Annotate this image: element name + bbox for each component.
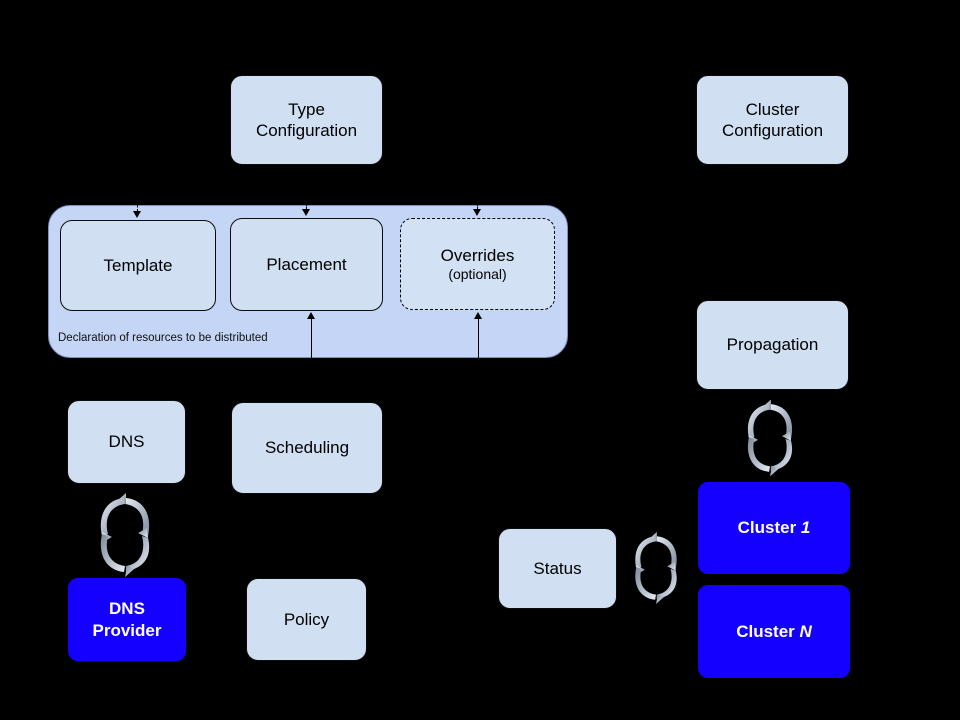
label-line-1: DNS	[109, 599, 145, 619]
label-line-1: Cluster	[745, 99, 800, 119]
node-overrides[interactable]: Overrides (optional)	[400, 218, 555, 310]
sync-arrows-icon-propagation	[738, 395, 802, 481]
node-type-configuration[interactable]: Type Configuration	[230, 75, 383, 165]
node-label: Status	[533, 558, 582, 578]
node-label: Type Configuration	[256, 99, 357, 142]
sync-arrows-icon-status	[626, 525, 686, 611]
node-label: DNS	[108, 432, 145, 452]
connector-type-config-to-template	[137, 200, 138, 212]
node-label: Overrides (optional)	[441, 245, 515, 284]
label-line-1: Type	[288, 99, 325, 119]
node-cluster-configuration[interactable]: Cluster Configuration	[696, 75, 849, 165]
node-policy[interactable]: Policy	[246, 578, 367, 661]
node-propagation[interactable]: Propagation	[696, 300, 849, 390]
node-label: DNS Provider	[93, 598, 162, 641]
connector-type-config-to-placement	[306, 200, 307, 210]
sync-arrows-icon-dns	[90, 492, 160, 578]
connector-scheduling-to-placement	[311, 318, 312, 358]
connector-policy-to-overrides	[478, 318, 479, 358]
node-cluster-1[interactable]: Cluster 1	[698, 482, 850, 574]
node-dns-provider[interactable]: DNS Provider	[68, 578, 186, 661]
arrowhead-overrides-bottom	[474, 312, 482, 319]
node-label: Propagation	[726, 335, 819, 355]
node-label: Cluster 1	[738, 517, 811, 538]
arrowhead-template	[133, 211, 141, 218]
arrowhead-placement	[302, 209, 310, 216]
arrowhead-placement-bottom	[307, 312, 315, 319]
label-line-2: Configuration	[255, 121, 358, 140]
node-scheduling[interactable]: Scheduling	[231, 402, 383, 494]
connector-type-config-to-overrides	[477, 200, 478, 210]
node-label: Placement	[266, 254, 347, 274]
node-placement[interactable]: Placement	[230, 218, 383, 311]
label-line-2: Configuration	[721, 121, 824, 140]
label-suffix: N	[799, 621, 812, 641]
label-sublabel: (optional)	[448, 265, 507, 282]
node-status[interactable]: Status	[498, 528, 617, 609]
arrowhead-overrides	[473, 209, 481, 216]
node-dns[interactable]: DNS	[67, 400, 186, 484]
label-prefix: Cluster	[736, 621, 800, 641]
node-template[interactable]: Template	[60, 220, 216, 311]
node-label: Cluster N	[736, 621, 812, 642]
node-label: Template	[103, 255, 173, 275]
node-cluster-n[interactable]: Cluster N	[698, 585, 850, 678]
label-prefix: Cluster	[737, 518, 801, 538]
node-label: Cluster Configuration	[722, 99, 823, 142]
label-line-2: Provider	[92, 620, 162, 640]
node-label: Scheduling	[264, 438, 350, 458]
panel-caption: Declaration of resources to be distribut…	[58, 332, 268, 344]
node-label: Policy	[283, 609, 330, 629]
label-line-1: Overrides	[440, 245, 515, 265]
label-suffix: 1	[800, 518, 811, 538]
